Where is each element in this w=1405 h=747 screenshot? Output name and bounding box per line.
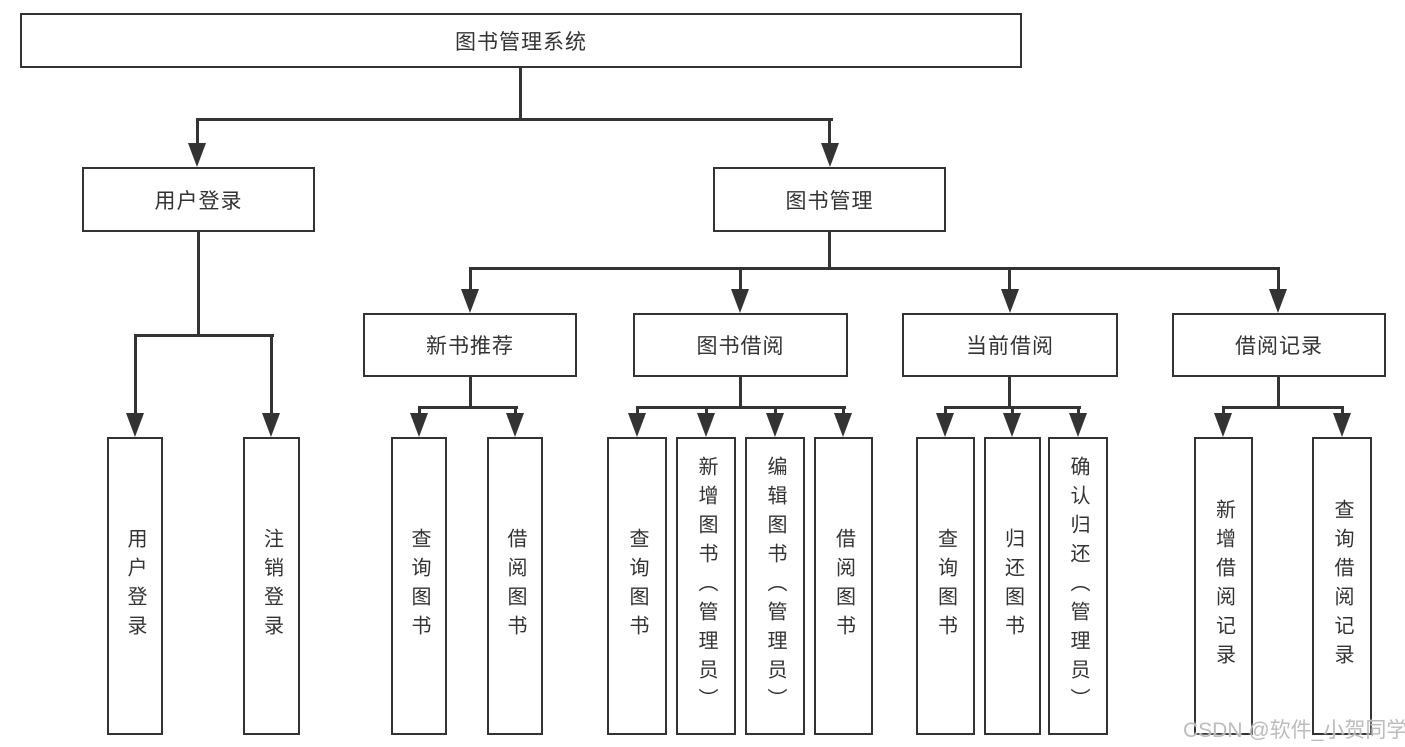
csdn-watermark: CSDN @软件_小贺同学: [1183, 719, 1405, 742]
connector-line: [469, 267, 1280, 270]
node-book-mgmt-label: 图书管理: [785, 189, 874, 213]
connector-line: [418, 406, 518, 409]
node-current-borrow-label: 当前借阅: [966, 335, 1054, 358]
leaf-bb-add-books-label: 新增图书（管理员）: [695, 455, 717, 717]
arrowhead-icon: [697, 413, 715, 437]
node-new-book-rec: 新书推荐: [363, 313, 577, 377]
connector-line: [1008, 377, 1011, 408]
connector-line: [1277, 377, 1280, 408]
connector-line: [739, 267, 742, 290]
connector-line: [636, 406, 846, 409]
connector-line: [134, 334, 137, 414]
node-root-label: 图书管理系统: [455, 30, 587, 54]
node-user-login-label: 用户登录: [154, 189, 243, 213]
connector-line: [774, 406, 777, 415]
connector-line: [270, 334, 273, 414]
leaf-cb-query-books: 查询图书: [916, 437, 975, 735]
node-borrow-records-label: 借阅记录: [1235, 335, 1323, 358]
connector-line: [1222, 406, 1344, 409]
arrowhead-icon: [731, 289, 749, 313]
node-borrow-records: 借阅记录: [1172, 313, 1386, 377]
leaf-bb-borrow-books: 借阅图书: [814, 437, 873, 735]
leaf-br-query-record: 查询借阅记录: [1312, 437, 1372, 735]
node-new-book-rec-label: 新书推荐: [426, 335, 514, 358]
connector-line: [828, 232, 831, 269]
arrowhead-icon: [821, 143, 839, 167]
arrowhead-icon: [1269, 289, 1287, 313]
connector-line: [636, 406, 639, 415]
connector-line: [1222, 406, 1225, 415]
connector-line: [842, 406, 845, 415]
leaf-bb-edit-books: 编辑图书（管理员）: [745, 437, 805, 735]
connector-line: [739, 377, 742, 408]
connector-line: [196, 118, 833, 121]
connector-line: [705, 406, 708, 415]
arrowhead-icon: [1333, 413, 1351, 437]
arrowhead-icon: [834, 413, 852, 437]
leaf-nbr-borrow-books-label: 借阅图书: [504, 528, 526, 644]
node-user-login: 用户登录: [82, 167, 315, 232]
node-book-mgmt: 图书管理: [713, 167, 946, 232]
leaf-bb-edit-books-label: 编辑图书（管理员）: [764, 455, 786, 717]
arrowhead-icon: [1003, 413, 1021, 437]
arrowhead-icon: [126, 413, 144, 437]
leaf-bb-borrow-books-label: 借阅图书: [832, 528, 855, 644]
leaf-cb-confirm-return: 确认归还（管理员）: [1048, 437, 1108, 735]
leaf-cb-return-books-label: 归还图书: [1001, 528, 1024, 644]
leaf-nbr-query-books: 查询图书: [391, 437, 447, 735]
leaf-logout: 注销登录: [243, 437, 300, 735]
node-root: 图书管理系统: [20, 13, 1022, 68]
leaf-cb-return-books: 归还图书: [984, 437, 1041, 735]
connector-line: [1277, 267, 1280, 290]
connector-line: [196, 118, 199, 145]
leaf-user-login-label: 用户登录: [124, 528, 146, 644]
connector-line: [134, 334, 274, 337]
leaf-br-add-record: 新增借阅记录: [1194, 437, 1253, 735]
connector-line: [418, 406, 421, 415]
node-current-borrow: 当前借阅: [902, 313, 1118, 377]
connector-line: [519, 68, 522, 120]
arrowhead-icon: [766, 413, 784, 437]
connector-line: [197, 232, 200, 336]
connector-line: [828, 118, 831, 145]
leaf-bb-query-books: 查询图书: [607, 437, 667, 735]
leaf-br-query-record-label: 查询借阅记录: [1331, 499, 1353, 673]
arrowhead-icon: [628, 413, 646, 437]
arrowhead-icon: [936, 413, 954, 437]
leaf-cb-query-books-label: 查询图书: [934, 528, 957, 644]
arrowhead-icon: [506, 413, 524, 437]
node-book-borrow-label: 图书借阅: [696, 335, 785, 358]
connector-line: [514, 406, 517, 415]
leaf-nbr-query-books-label: 查询图书: [408, 528, 430, 644]
leaf-cb-confirm-return-label: 确认归还（管理员）: [1067, 455, 1089, 717]
arrowhead-icon: [262, 413, 280, 437]
connector-line: [944, 406, 947, 415]
connector-line: [1341, 406, 1344, 415]
leaf-bb-query-books-label: 查询图书: [626, 528, 648, 644]
leaf-br-add-record-label: 新增借阅记录: [1212, 499, 1235, 673]
connector-line: [469, 377, 472, 408]
connector-line: [1008, 267, 1011, 290]
arrowhead-icon: [1214, 413, 1232, 437]
connector-line: [1011, 406, 1014, 415]
connector-line: [469, 267, 472, 290]
arrowhead-icon: [410, 413, 428, 437]
leaf-bb-add-books: 新增图书（管理员）: [676, 437, 736, 735]
leaf-user-login: 用户登录: [107, 437, 163, 735]
arrowhead-icon: [188, 143, 206, 167]
node-book-borrow: 图书借阅: [633, 313, 848, 377]
arrowhead-icon: [461, 289, 479, 313]
arrowhead-icon: [1069, 413, 1087, 437]
arrowhead-icon: [1001, 289, 1019, 313]
leaf-logout-label: 注销登录: [260, 528, 283, 644]
leaf-nbr-borrow-books: 借阅图书: [487, 437, 543, 735]
connector-line: [1077, 406, 1080, 415]
